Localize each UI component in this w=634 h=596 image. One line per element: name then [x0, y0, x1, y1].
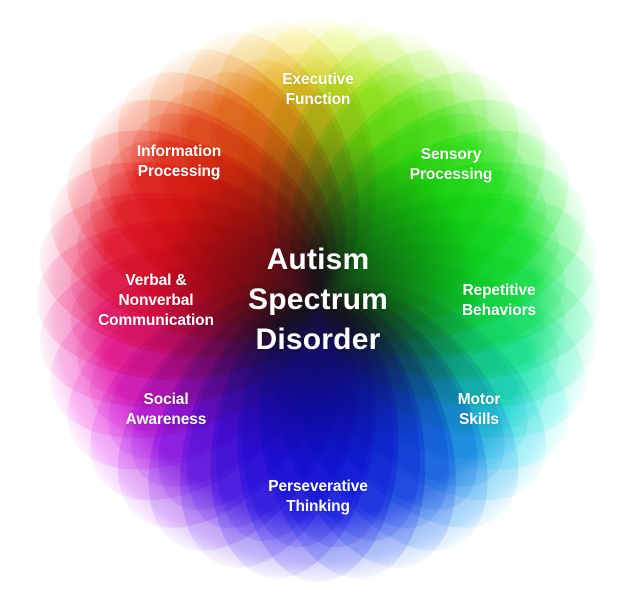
- page-title: Autism Spectrum Disorder: [248, 243, 388, 356]
- label-perseverative-thinking: Perseverative Thinking: [268, 478, 368, 516]
- label-executive-function: Executive Function: [282, 71, 354, 109]
- label-information-processing: Information Processing: [136, 143, 222, 181]
- label-verbal-nonverbal: Verbal & Nonverbal Communication: [98, 272, 214, 330]
- label-repetitive-behaviors: Repetitive Behaviors: [461, 282, 537, 320]
- label-motor-skills: Motor Skills: [457, 391, 501, 429]
- label-sensory-processing: Sensory Processing: [409, 146, 493, 184]
- label-social-awareness: Social Awareness: [125, 391, 207, 429]
